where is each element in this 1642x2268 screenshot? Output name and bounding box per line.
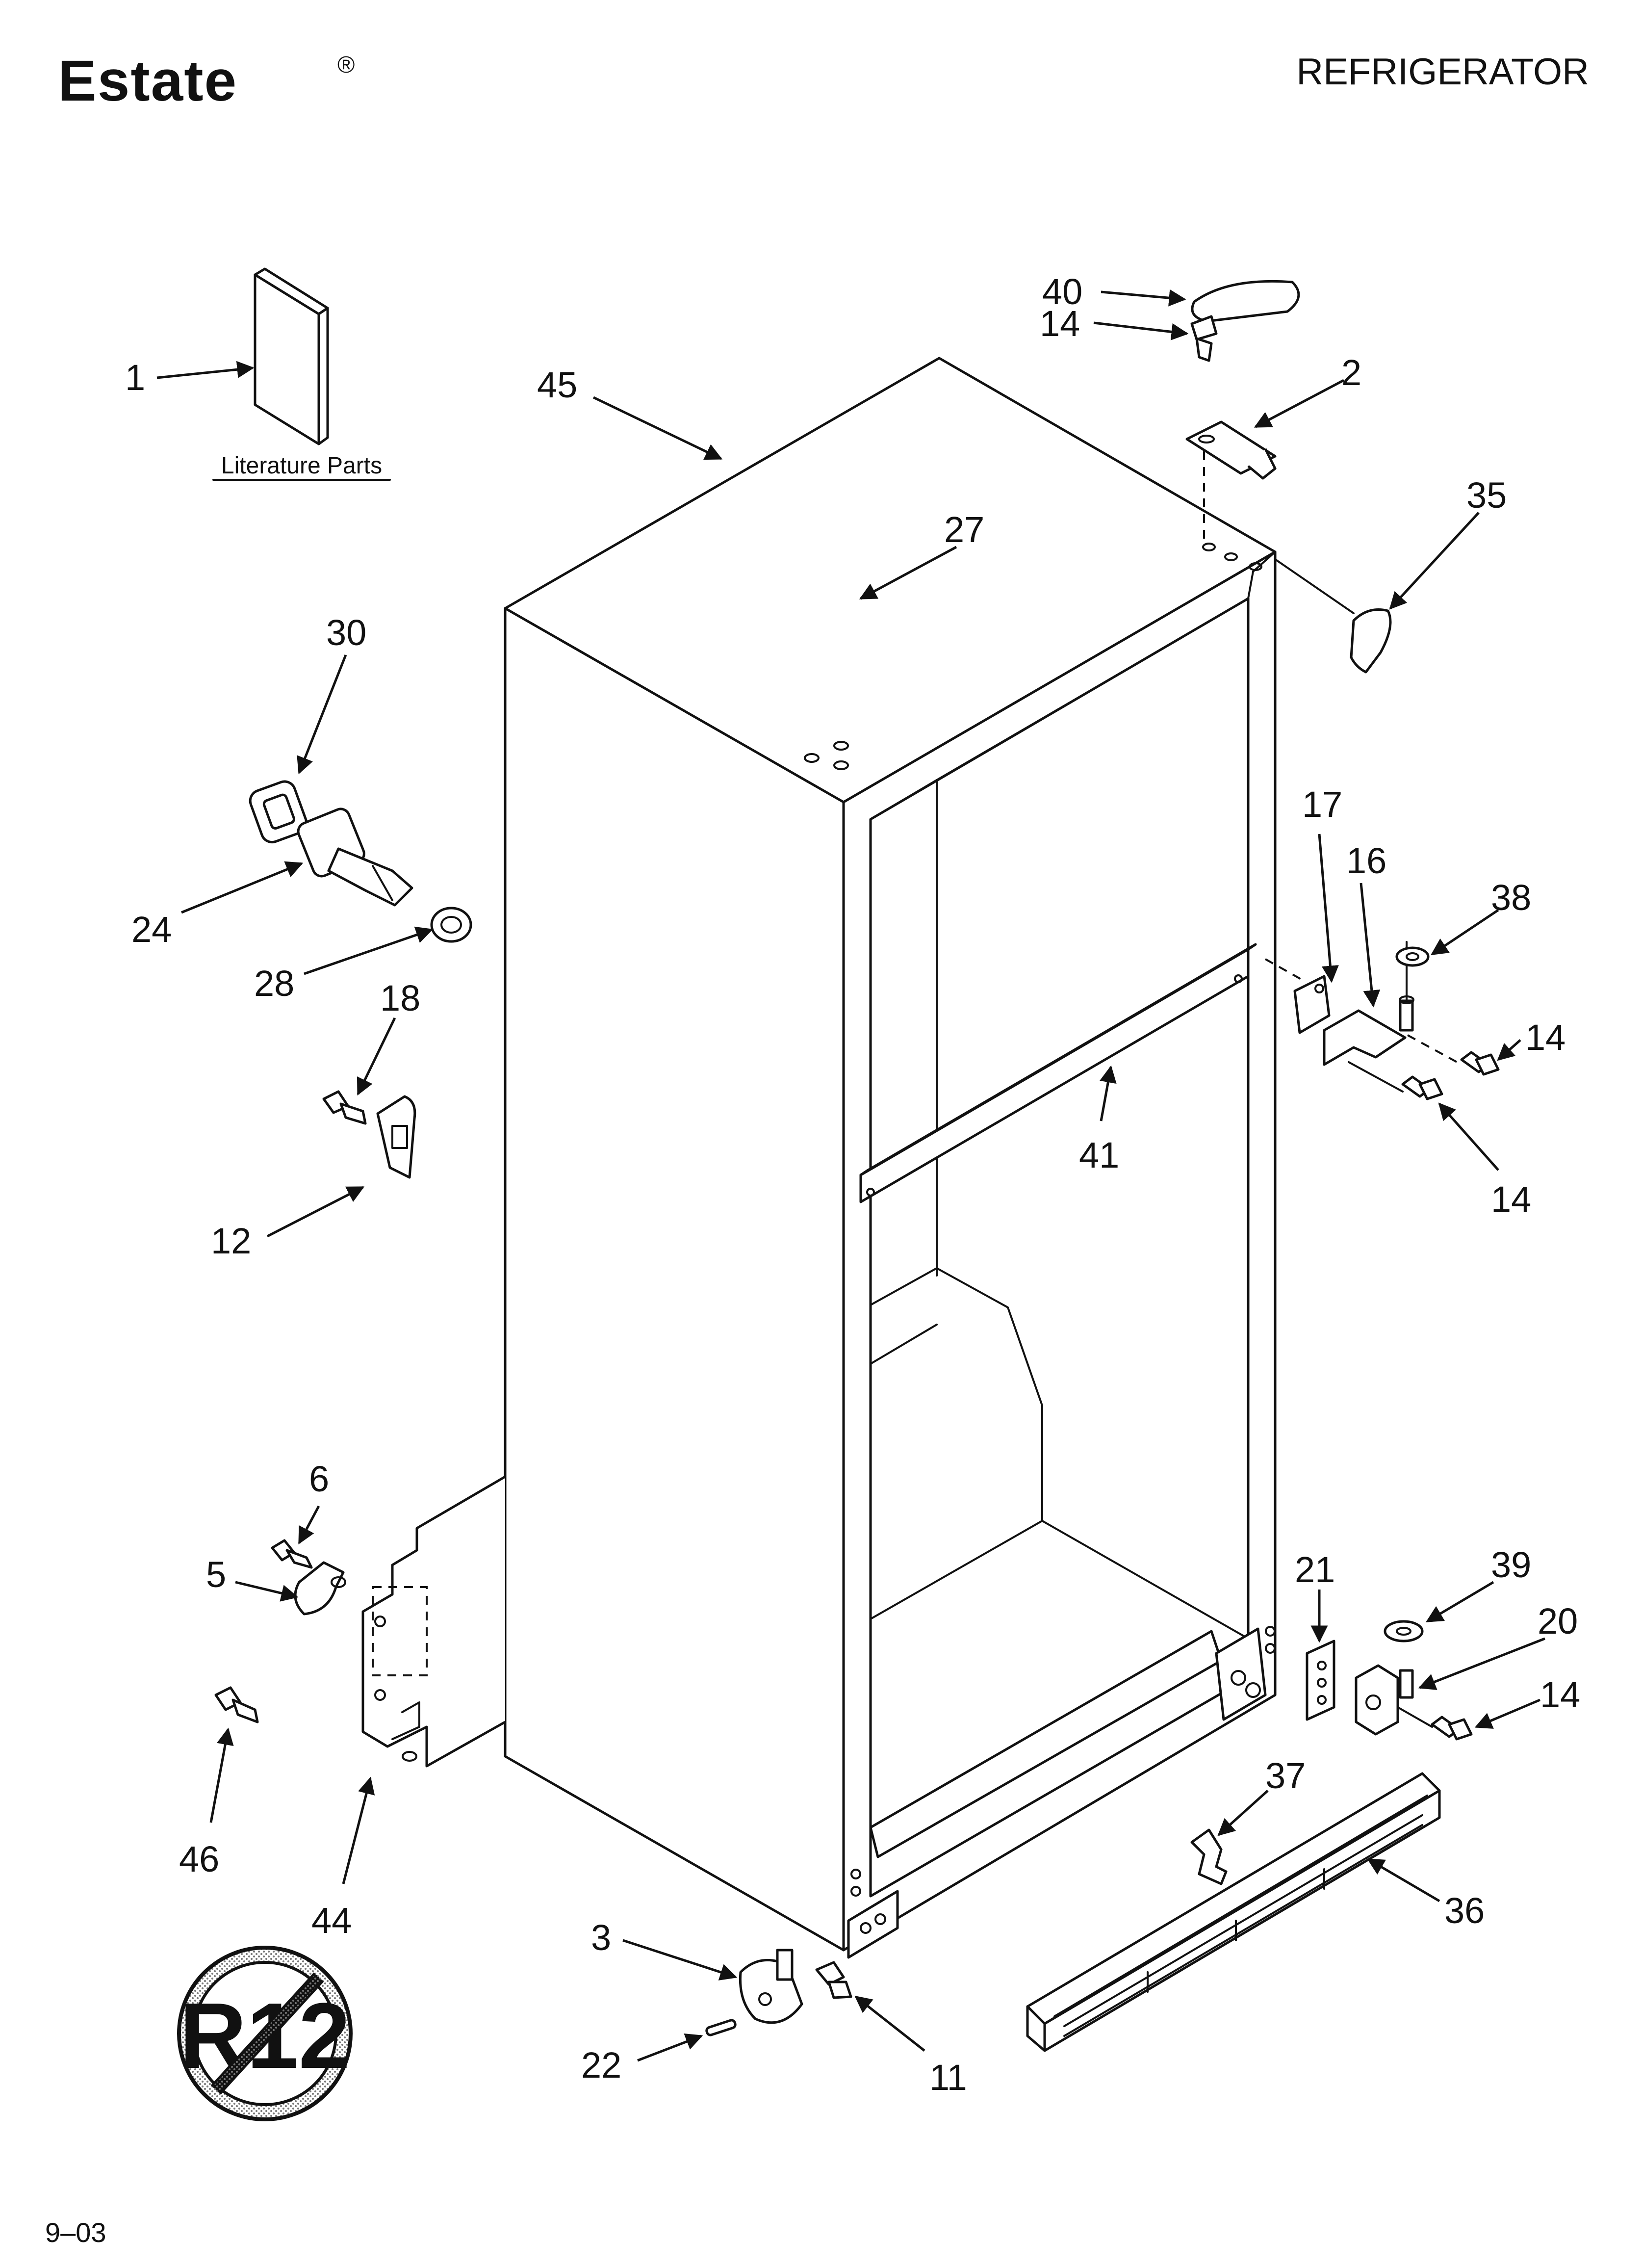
callout-44: 44 xyxy=(311,1900,352,1941)
callout-30: 30 xyxy=(326,612,366,653)
callout-16: 16 xyxy=(1346,840,1386,881)
knob-bezel-30 xyxy=(249,780,308,844)
screw-14-mid-right xyxy=(1460,1051,1500,1076)
callout-14-lower: 14 xyxy=(1540,1674,1580,1715)
center-hinge-16 xyxy=(1323,995,1414,1066)
callout-3: 3 xyxy=(591,1917,611,1958)
ring-28 xyxy=(430,907,472,943)
hinge-shim-17 xyxy=(1293,975,1331,1034)
callout-35: 35 xyxy=(1466,475,1507,516)
callout-46: 46 xyxy=(179,1839,219,1879)
callout-37: 37 xyxy=(1265,1755,1306,1796)
callout-21: 21 xyxy=(1295,1549,1335,1590)
callout-28: 28 xyxy=(254,963,294,1004)
callout-2: 2 xyxy=(1341,352,1361,393)
screw-11 xyxy=(815,1961,852,1999)
top-hinge-2 xyxy=(1185,420,1277,480)
clip-37 xyxy=(1190,1828,1228,1885)
screw-46 xyxy=(214,1686,259,1723)
callout-27: 27 xyxy=(944,509,984,550)
refrigerator-cabinet xyxy=(504,357,1277,1959)
callout-5: 5 xyxy=(206,1554,226,1595)
callout-1: 1 xyxy=(125,357,145,398)
callout-14-top: 14 xyxy=(1040,303,1080,344)
screw-14-mid-lower xyxy=(1401,1075,1443,1100)
callout-24: 24 xyxy=(131,909,172,950)
callout-41: 41 xyxy=(1079,1135,1119,1175)
roller-bracket-3 xyxy=(739,1949,803,2024)
center-hinge-dash xyxy=(1265,958,1305,982)
literature-parts-label: Literature Parts xyxy=(221,453,382,479)
cover-guide-line xyxy=(1274,558,1355,614)
brand-registered-mark: ® xyxy=(337,52,355,78)
washer-39 xyxy=(1384,1620,1424,1642)
hinge-cap-40 xyxy=(1191,280,1300,323)
clamp-part xyxy=(294,1561,346,1616)
callout-numbers: 1 45 40 14 2 35 27 30 24 28 18 12 17 16 … xyxy=(125,271,1580,2098)
back-panel xyxy=(361,1475,506,1768)
control-knob-24 xyxy=(297,808,413,907)
callout-18: 18 xyxy=(380,978,420,1018)
callout-38: 38 xyxy=(1491,877,1531,918)
hinge-cover-35 xyxy=(1350,608,1392,674)
callout-45: 45 xyxy=(537,365,577,405)
callout-12: 12 xyxy=(211,1221,251,1261)
bracket-12 xyxy=(376,1095,416,1179)
hinge-shim-21 xyxy=(1306,1640,1335,1721)
callout-36: 36 xyxy=(1444,1890,1485,1931)
screw-6 xyxy=(271,1539,313,1569)
washer-38 xyxy=(1395,946,1430,967)
brand-logo: Estate xyxy=(58,49,237,113)
callout-20: 20 xyxy=(1538,1601,1578,1642)
pin-22 xyxy=(705,2019,737,2036)
callout-14-mid-lower: 14 xyxy=(1491,1179,1531,1220)
leader-lines xyxy=(156,289,1545,2062)
callout-17: 17 xyxy=(1302,784,1342,825)
page-title: REFRIGERATOR xyxy=(1296,51,1589,93)
footer-date-code: 9–03 xyxy=(45,2217,106,2248)
callout-40: 40 xyxy=(1042,271,1082,312)
callout-11: 11 xyxy=(929,2057,967,2098)
screw-14-lower xyxy=(1431,1716,1473,1741)
literature-booklet xyxy=(254,267,329,445)
toe-grille-36 xyxy=(1026,1772,1441,2052)
callout-6: 6 xyxy=(309,1459,329,1499)
callout-39: 39 xyxy=(1491,1544,1531,1585)
callout-14-mid-right: 14 xyxy=(1525,1017,1565,1058)
no-r12-badge: R12 xyxy=(177,1946,353,2121)
lower-hinge-20 xyxy=(1355,1664,1414,1736)
mullion-bar xyxy=(859,943,1257,1203)
screw-18 xyxy=(322,1090,367,1125)
screw-14-top xyxy=(1190,315,1218,362)
callout-22: 22 xyxy=(581,2045,621,2086)
